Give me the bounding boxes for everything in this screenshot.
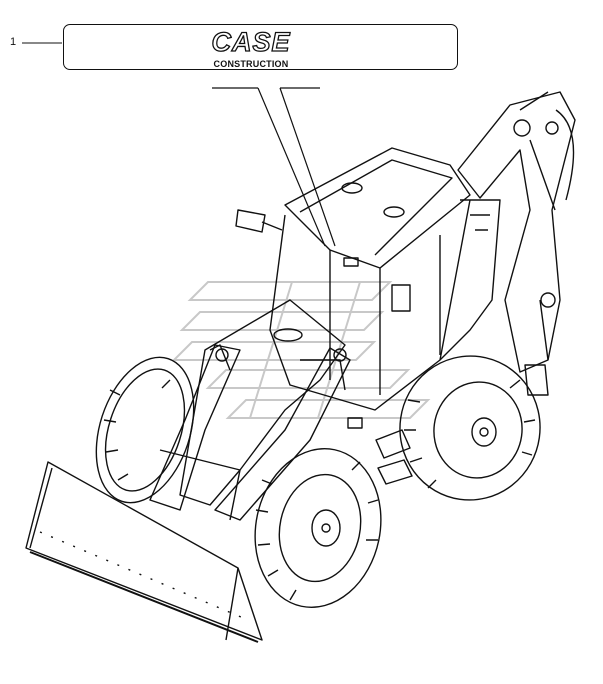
loader-arm-left xyxy=(149,344,241,511)
brand-subtitle: CONSTRUCTION xyxy=(210,59,292,70)
watermark-logo-icon xyxy=(171,281,431,419)
loader-frame xyxy=(179,299,346,506)
loader-bucket xyxy=(25,461,263,641)
callout-number: 1 xyxy=(10,36,17,48)
backhoe-loader-icon xyxy=(25,91,576,643)
front-left-wheel xyxy=(95,356,195,504)
rear-right-wheel xyxy=(399,355,541,501)
cab-roof xyxy=(284,147,471,269)
front-right-wheel xyxy=(254,447,382,609)
loader-arm-right xyxy=(214,347,351,521)
brand-logo: CASE CONSTRUCTION xyxy=(196,27,306,72)
brand-name: CASE xyxy=(211,27,291,57)
decal-pointer-lines xyxy=(212,87,336,247)
